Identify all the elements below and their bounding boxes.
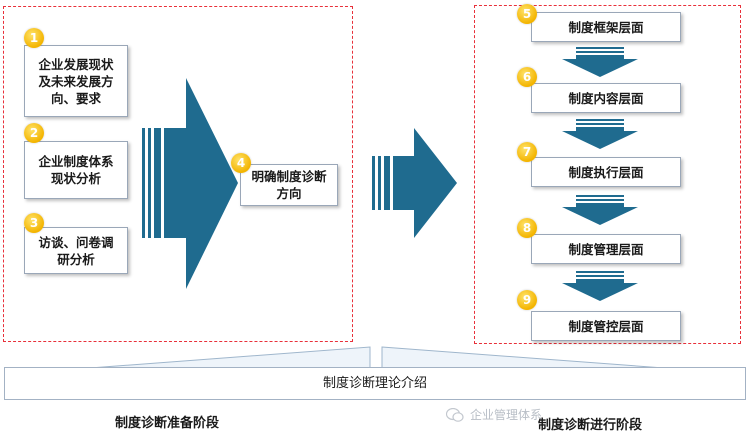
step-badge-7: 7 xyxy=(517,142,537,162)
step-badge-3: 3 xyxy=(24,213,44,233)
exec-stage-frame xyxy=(474,5,741,344)
watermark-text: 企业管理体系 xyxy=(470,408,543,422)
input-box-2: 企业制度体系现状分析 xyxy=(24,141,128,199)
level-box-6-text: 制度内容层面 xyxy=(568,90,644,106)
level-box-8: 制度管理层面 xyxy=(531,234,681,264)
input-box-2-text: 企业制度体系现状分析 xyxy=(38,154,114,186)
support-wedge-shape xyxy=(89,346,665,369)
step-badge-2: 2 xyxy=(24,123,44,143)
level-box-8-text: 制度管理层面 xyxy=(568,241,644,257)
exec-stage-label: 制度诊断进行阶段 xyxy=(538,418,643,433)
level-box-6: 制度内容层面 xyxy=(531,83,681,113)
stage-arrow-icon xyxy=(372,128,457,238)
diagnosis-direction-box: 明确制度诊断方向 xyxy=(240,164,338,206)
level-box-5-text: 制度框架层面 xyxy=(568,19,644,35)
down-arrow-icon xyxy=(562,271,638,301)
theory-intro-text: 制度诊断理论介绍 xyxy=(322,376,427,391)
level-box-9-text: 制度管控层面 xyxy=(568,318,644,334)
level-box-5: 制度框架层面 xyxy=(531,12,681,42)
level-box-7: 制度执行层面 xyxy=(531,157,681,187)
input-box-1: 企业发展现状及未来发展方向、要求 xyxy=(24,45,128,117)
input-box-1-text: 企业发展现状及未来发展方向、要求 xyxy=(38,56,114,106)
theory-intro-box: 制度诊断理论介绍 xyxy=(4,367,746,400)
step-badge-4: 4 xyxy=(231,153,251,173)
watermark: 企业管理体系 xyxy=(446,406,542,423)
down-arrow-icon xyxy=(562,195,638,225)
prep-stage-frame xyxy=(3,6,353,342)
step-badge-5: 5 xyxy=(517,4,537,24)
down-arrow-icon xyxy=(562,119,638,149)
input-box-3-text: 访谈、问卷调研分析 xyxy=(38,234,114,267)
level-box-7-text: 制度执行层面 xyxy=(568,164,644,180)
step-badge-9: 9 xyxy=(517,290,537,310)
step-badge-1: 1 xyxy=(24,28,44,48)
wechat-icon xyxy=(446,407,464,422)
prep-stage-label: 制度诊断准备阶段 xyxy=(115,416,220,431)
down-arrow-icon xyxy=(562,47,638,77)
step-badge-8: 8 xyxy=(517,218,537,238)
input-box-3: 访谈、问卷调研分析 xyxy=(24,227,128,274)
level-box-9: 制度管控层面 xyxy=(531,311,681,341)
big-arrow-icon xyxy=(142,78,238,289)
diagnosis-direction-text: 明确制度诊断方向 xyxy=(251,169,327,201)
step-badge-6: 6 xyxy=(517,67,537,87)
